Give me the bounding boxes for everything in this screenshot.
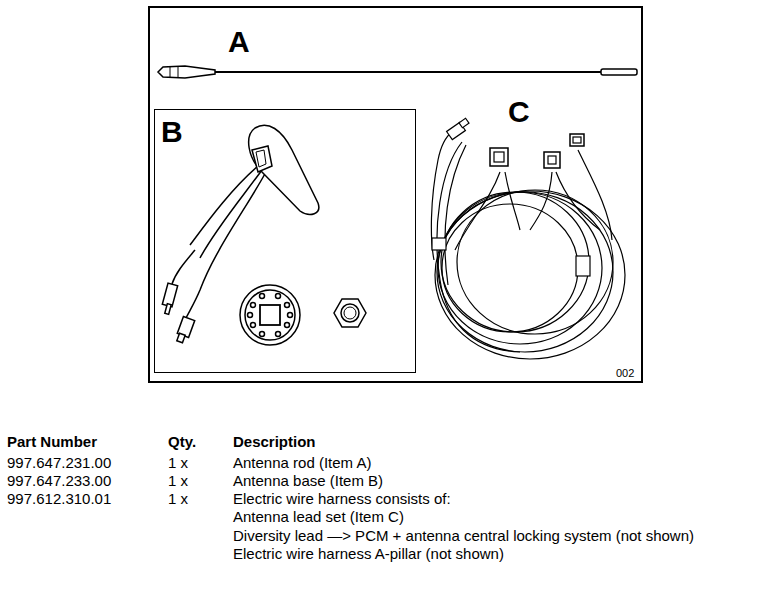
figure-number: 002: [616, 367, 634, 379]
antenna-base-part: [341, 304, 359, 322]
antenna-base-part: [190, 166, 258, 245]
item-letter: B: [161, 116, 183, 148]
antenna-base-part: [245, 290, 295, 340]
wire-harness-part: [437, 142, 520, 352]
wire-harness-part: [457, 190, 613, 334]
antenna-rod-part: [215, 71, 601, 73]
antenna-base-part: [276, 332, 281, 337]
wire-harness-part: [490, 148, 508, 166]
figure-frame: A C 002 B: [148, 6, 643, 383]
column-header: Part Number: [7, 433, 97, 450]
antenna-rod-part: [170, 66, 178, 78]
antenna-base-part: [256, 150, 266, 167]
quantity: 1 x: [168, 472, 188, 489]
wire-harness-part: [578, 150, 612, 240]
antenna-base-part: [240, 285, 300, 345]
wire-harness-part: [548, 156, 556, 164]
quantity: 1 x: [168, 490, 188, 507]
antenna-base-part: [288, 313, 293, 318]
column-header: Description: [233, 433, 316, 450]
antenna-base-part: [260, 332, 265, 337]
description: Electric wire harness A-pillar (not show…: [233, 545, 504, 562]
description: Antenna base (Item B): [233, 472, 383, 489]
antenna-base-part: [285, 303, 290, 308]
item-letter: A: [228, 26, 250, 58]
antenna-base-part: [249, 125, 319, 214]
part-number: 997.612.310.01: [7, 490, 111, 507]
column-header: Qty.: [168, 433, 196, 450]
wire-harness-part: [544, 152, 560, 168]
antenna-base: [162, 125, 366, 345]
wire-harness-part: [445, 145, 466, 285]
wire-harness-part: [459, 118, 469, 128]
antenna-base-part: [251, 303, 256, 308]
antenna-base-part: [260, 294, 265, 299]
description: Electric wire harness consists of:: [233, 490, 451, 507]
wire-harness-part: [530, 172, 552, 230]
antenna-base-part: [276, 294, 281, 299]
description: Antenna rod (Item A): [233, 454, 371, 471]
antenna-base-part: [165, 304, 171, 315]
antenna-base-part: [260, 305, 280, 325]
antenna-base-part: [344, 307, 356, 319]
antenna-base-part: [251, 323, 256, 328]
antenna-base-part: [285, 323, 290, 328]
wire-harness-part: [455, 172, 500, 250]
quantity: 1 x: [168, 454, 188, 471]
antenna-rod: [158, 66, 637, 78]
wire-harness-part: [432, 238, 446, 250]
part-number: 997.647.233.00: [7, 472, 111, 489]
antenna-base-part: [172, 250, 195, 284]
wire-harness-part: [494, 152, 504, 162]
antenna-rod-part: [601, 69, 637, 75]
wire-harness-part: [435, 191, 625, 359]
wire-harness-part: [573, 137, 581, 143]
wire-harness-part: [505, 172, 520, 230]
antenna-base-part: [334, 299, 366, 327]
description: Antenna lead set (Item C): [233, 508, 404, 525]
antenna-rod-part: [158, 66, 215, 78]
wire-harness-part: [437, 192, 613, 352]
part-number: 997.647.231.00: [7, 454, 111, 471]
antenna-base-part: [248, 313, 253, 318]
antenna-base-part: [162, 283, 177, 307]
antenna-base-part: [200, 170, 262, 258]
antenna-base-part: [177, 333, 185, 343]
wire-harness: [431, 118, 625, 359]
item-panel: B: [154, 109, 416, 373]
wire-harness-part: [442, 204, 578, 332]
wire-harness-part: [576, 256, 590, 276]
antenna-base-part: [252, 146, 272, 172]
item-letter: C: [508, 96, 530, 128]
description: Diversity lead —> PCM + antenna central …: [233, 527, 694, 544]
wire-harness-part: [570, 134, 584, 146]
